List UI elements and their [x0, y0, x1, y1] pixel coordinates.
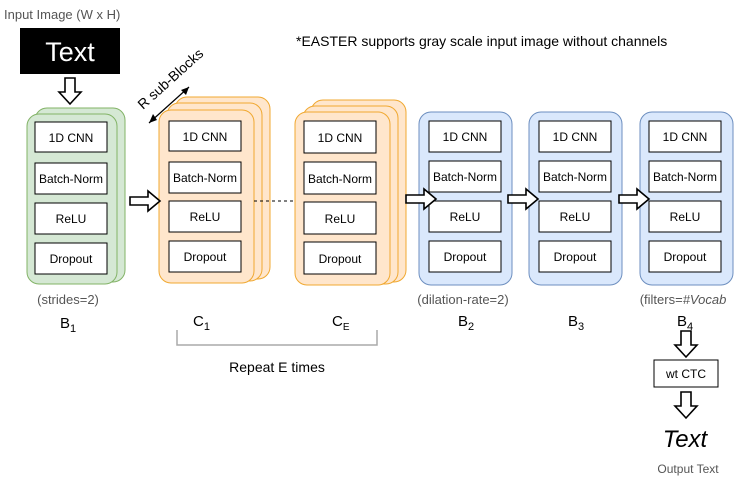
c1-name: C1 [193, 313, 210, 333]
c1-layers: 1D CNN Batch-Norm ReLU Dropout [168, 120, 242, 273]
b2-layers: 1D CNN Batch-Norm ReLU Dropout [428, 120, 502, 273]
b1-caption: (strides=2) [37, 292, 99, 307]
ctc-label: wt CTC [665, 367, 706, 381]
repeat-label: Repeat E times [229, 359, 325, 375]
b1-relu: ReLU [56, 212, 87, 226]
ce-layers: 1D CNN Batch-Norm ReLU Dropout [303, 120, 377, 275]
c1-cnn: 1D CNN [183, 130, 228, 144]
b4-layers: 1D CNN Batch-Norm ReLU Dropout [648, 120, 722, 273]
r-sub-blocks-line [148, 86, 190, 124]
b3-dropout: Dropout [554, 250, 597, 264]
b1-dropout: Dropout [50, 252, 93, 266]
b1-cnn: 1D CNN [49, 131, 94, 145]
input-text: Text [45, 37, 95, 67]
b2-bn: Batch-Norm [433, 170, 497, 184]
output-text: Text [663, 426, 709, 453]
b3-relu: ReLU [560, 210, 591, 224]
r-arrow-head-right [181, 87, 189, 95]
ctc-box [653, 359, 719, 388]
b3-layers: 1D CNN Batch-Norm ReLU Dropout [538, 120, 612, 273]
arrow-ctc-output [674, 391, 698, 419]
b2-caption: (dilation-rate=2) [417, 292, 508, 307]
input-text-box [20, 28, 120, 74]
arrow-b4-ctc [674, 330, 698, 358]
b4-cnn: 1D CNN [663, 130, 708, 144]
b3-name: B3 [568, 313, 584, 333]
b4-bn: Batch-Norm [653, 170, 717, 184]
b4-caption: (filters=#Vocab [640, 292, 727, 307]
b4-dropout: Dropout [664, 250, 707, 264]
arrow-input-down [58, 77, 82, 105]
b2-dropout: Dropout [444, 250, 487, 264]
input-image-label: Input Image (W x H) [4, 7, 120, 22]
arrow-b1-c1 [129, 190, 161, 212]
b2-name: B2 [458, 313, 474, 333]
note-text: *EASTER supports gray scale input image … [296, 33, 667, 49]
ce-bn: Batch-Norm [308, 172, 372, 186]
c1-dropout: Dropout [184, 250, 227, 264]
ce-cnn: 1D CNN [318, 131, 363, 145]
ce-name: CE [332, 313, 350, 333]
b1-bn: Batch-Norm [39, 172, 103, 186]
b2-relu: ReLU [450, 210, 481, 224]
b3-bn: Batch-Norm [543, 170, 607, 184]
b4-name: B4 [677, 313, 693, 333]
b3-cnn: 1D CNN [553, 130, 598, 144]
output-caption: Output Text [657, 462, 719, 476]
repeat-bracket [176, 330, 378, 346]
c1-bn: Batch-Norm [173, 171, 237, 185]
b1-name: B1 [60, 315, 76, 335]
ce-dropout: Dropout [319, 252, 362, 266]
b4-relu: ReLU [670, 210, 701, 224]
ce-relu: ReLU [325, 212, 356, 226]
r-arrow-head-left [149, 114, 157, 123]
c1-relu: ReLU [190, 210, 221, 224]
b2-cnn: 1D CNN [443, 130, 488, 144]
b1-layers: 1D CNN Batch-Norm ReLU Dropout [34, 121, 108, 275]
